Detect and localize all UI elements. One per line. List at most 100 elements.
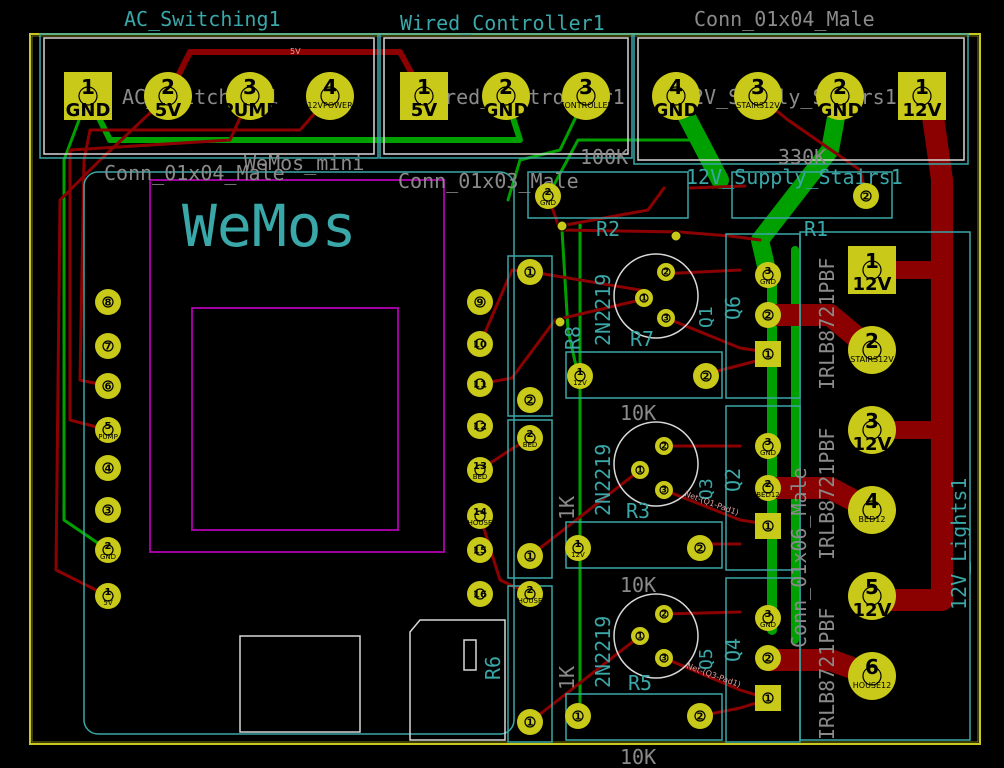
pad-body-r5a bbox=[565, 703, 591, 729]
track-r2-link bbox=[558, 186, 666, 228]
track-back-gnd-r2 bbox=[546, 138, 702, 198]
pad-net-ac1: GND bbox=[66, 100, 111, 121]
label-10k-c: 10K bbox=[620, 745, 656, 768]
pad-body-tq3a bbox=[631, 461, 649, 479]
pad-drill-ss3 bbox=[748, 86, 768, 106]
pad-number-tq3a: 1 bbox=[637, 466, 643, 475]
pad-net-ac3: PUMP bbox=[221, 100, 280, 121]
pad-net-ss2: GND bbox=[818, 100, 863, 121]
pad-number-q4g: 3 bbox=[765, 609, 772, 620]
usb-outline-inner bbox=[239, 635, 361, 733]
pad-number-tq1a: 1 bbox=[641, 294, 647, 303]
track-q2-base bbox=[528, 468, 642, 558]
label-330k: 330K bbox=[778, 145, 826, 169]
pad-net-l3: 12V bbox=[853, 434, 892, 455]
ac-switching-inner bbox=[43, 37, 375, 155]
pad-tq1c: 3 bbox=[657, 309, 675, 327]
pad-body-r7a bbox=[567, 363, 593, 389]
pad-drill-wc3 bbox=[576, 86, 596, 106]
label-wired-controller: Wired_Controller1 bbox=[400, 11, 605, 35]
pad-number-l2: 2 bbox=[865, 329, 879, 353]
pad-number-r3a: 1 bbox=[575, 539, 582, 550]
pad-number-ac4: 4 bbox=[323, 75, 337, 99]
pad-q6d: 2 bbox=[755, 302, 781, 328]
pad-wc1: 15V bbox=[400, 72, 448, 121]
label-irlb-c: IRLB8721PBF bbox=[815, 608, 839, 740]
label-q5-tag: Q5 bbox=[696, 648, 717, 670]
pad-number-wr4: 12 bbox=[473, 421, 487, 432]
pad-net-l4: BED12 bbox=[859, 515, 886, 524]
pad-body-wr3 bbox=[467, 371, 493, 397]
pad-net-l5: 12V bbox=[853, 600, 892, 621]
wemos-module-outline bbox=[149, 179, 445, 553]
pad-body-q4s bbox=[755, 685, 781, 711]
pad-drill-rh1 bbox=[524, 588, 536, 600]
pad-body-tq5b bbox=[655, 605, 673, 623]
pad-tq3a: 1 bbox=[631, 461, 649, 479]
pad-net-ac2: 5V bbox=[155, 100, 182, 121]
pad-number-q6d: 2 bbox=[765, 310, 772, 321]
pad-body-ac2 bbox=[144, 72, 192, 120]
pad-number-r7a: 1 bbox=[577, 367, 584, 378]
label-r5: R5 bbox=[628, 671, 652, 695]
pad-drill-tq5b bbox=[659, 609, 669, 619]
pad-number-wl3: 6 bbox=[105, 381, 112, 392]
pad-body-r8b bbox=[517, 387, 543, 413]
q5-can bbox=[613, 593, 699, 679]
via-3 bbox=[554, 316, 566, 328]
pad-number-q2d: 2 bbox=[765, 479, 772, 490]
pad-number-ac1: 1 bbox=[81, 75, 95, 99]
pad-drill-l1 bbox=[862, 260, 882, 280]
pad-drill-wr1 bbox=[474, 296, 486, 308]
pad-body-ss2 bbox=[816, 72, 864, 120]
pad-number-wr1: 9 bbox=[477, 297, 484, 308]
pad-number-q2g: 3 bbox=[765, 437, 772, 448]
pad-net-q4g: GND bbox=[760, 621, 776, 629]
pad-drill-ac4 bbox=[320, 86, 340, 106]
pad-net-wc3: CONTROLLER bbox=[559, 101, 614, 110]
pad-number-q6g: 3 bbox=[765, 266, 772, 277]
pad-r5b: 2 bbox=[687, 703, 713, 729]
pad-drill-r3a bbox=[572, 542, 584, 554]
pad-number-r8b: 2 bbox=[527, 395, 534, 406]
pad-body-q4g bbox=[755, 605, 781, 631]
pad-body-l2 bbox=[848, 326, 896, 374]
pad-number-q4d: 2 bbox=[765, 653, 772, 664]
pad-body-q4d bbox=[755, 645, 781, 671]
label-1k-a: 1K bbox=[555, 496, 579, 520]
label-irlb-b: IRLB8721PBF bbox=[815, 428, 839, 560]
pad-r1b: 2 bbox=[853, 183, 879, 209]
pad-body-ac3 bbox=[226, 72, 274, 120]
track-q6-base bbox=[478, 298, 642, 386]
pad-drill-wr6 bbox=[474, 510, 486, 522]
pad-body-wl7 bbox=[95, 537, 121, 563]
pad-number-q6s: 1 bbox=[765, 349, 772, 360]
r8-outline bbox=[507, 255, 553, 417]
wemos-shield-outline bbox=[191, 307, 399, 531]
pad-net-wl8: 5V bbox=[103, 599, 112, 607]
pad-net-q6g: GND bbox=[760, 278, 776, 286]
r1-outline bbox=[731, 171, 893, 219]
pad-number-wr7: 15 bbox=[473, 545, 487, 556]
pad-net-ss3: STAIRS12V bbox=[736, 101, 780, 110]
board-edge-inner bbox=[31, 35, 979, 743]
pad-number-l3: 3 bbox=[865, 409, 879, 433]
pad-net-q2d: BED12 bbox=[756, 491, 780, 499]
pad-number-wl2: 7 bbox=[105, 341, 112, 352]
pad-drill-wl3 bbox=[102, 380, 114, 392]
pad-tq5c: 3 bbox=[655, 649, 673, 667]
pad-wl6: 3 bbox=[95, 497, 121, 523]
pad-body-r8a bbox=[517, 259, 543, 285]
pad-number-r2a: 2 bbox=[545, 187, 552, 198]
pad-number-wl8: 1 bbox=[105, 587, 112, 598]
label-conn-01x04-top: Conn_01x04_Male bbox=[694, 7, 875, 31]
pad-drill-tq5c bbox=[659, 653, 669, 663]
